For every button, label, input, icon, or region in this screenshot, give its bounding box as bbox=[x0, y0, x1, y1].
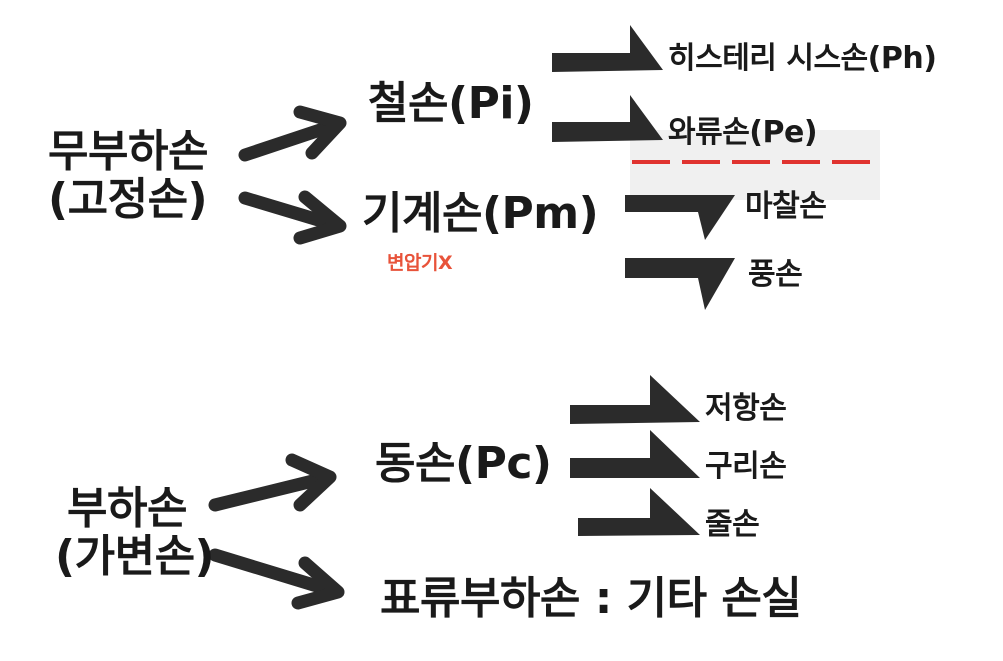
copper-loss-label: 동손(Pc) bbox=[375, 438, 552, 489]
mechanical-loss-label: 기계손(Pm) bbox=[362, 188, 599, 239]
branch-iron-to-eddy bbox=[552, 95, 663, 142]
load-loss-title: 부하손 bbox=[67, 483, 187, 534]
no-load-loss-label: 무부하손 (고정손) bbox=[48, 126, 208, 226]
mechanical-loss-note: 변압기X bbox=[387, 252, 453, 274]
resistance-loss-label: 저항손 bbox=[705, 391, 787, 426]
branch-mechanical-to-friction bbox=[625, 195, 735, 240]
iron-loss-label: 철손(Pi) bbox=[368, 78, 534, 129]
hysteresis-loss-label: 히스테리 시스손(Ph) bbox=[668, 41, 937, 76]
joule-loss-label: 줄손 bbox=[705, 507, 760, 542]
branch-mechanical-to-windage bbox=[625, 258, 735, 310]
no-load-loss-title: 무부하손 bbox=[48, 126, 208, 177]
arrow-load-to-stray bbox=[208, 548, 345, 610]
arrow-no-load-to-mechanical bbox=[238, 190, 347, 245]
copper-winding-loss-label: 구리손 bbox=[705, 449, 787, 484]
arrow-load-to-copper bbox=[208, 453, 337, 512]
branch-copper-to-resistance bbox=[570, 375, 700, 424]
no-load-loss-subtitle: (고정손) bbox=[48, 174, 208, 226]
friction-loss-label: 마찰손 bbox=[745, 189, 827, 224]
branch-copper-to-copper-winding bbox=[570, 430, 700, 478]
stray-load-loss-label: 표류부하손 : 기타 손실 bbox=[380, 573, 802, 624]
windage-loss-label: 풍손 bbox=[748, 257, 803, 292]
arrow-no-load-to-iron bbox=[238, 105, 347, 162]
branch-copper-to-joule bbox=[578, 488, 700, 536]
load-loss-subtitle: (가변손) bbox=[55, 531, 215, 583]
branch-iron-to-hysteresis bbox=[552, 25, 663, 72]
highlight-band bbox=[630, 130, 880, 200]
eddy-current-loss-label: 와류손(Pe) bbox=[668, 115, 818, 150]
load-loss-label: 부하손 (가변손) bbox=[55, 483, 215, 583]
